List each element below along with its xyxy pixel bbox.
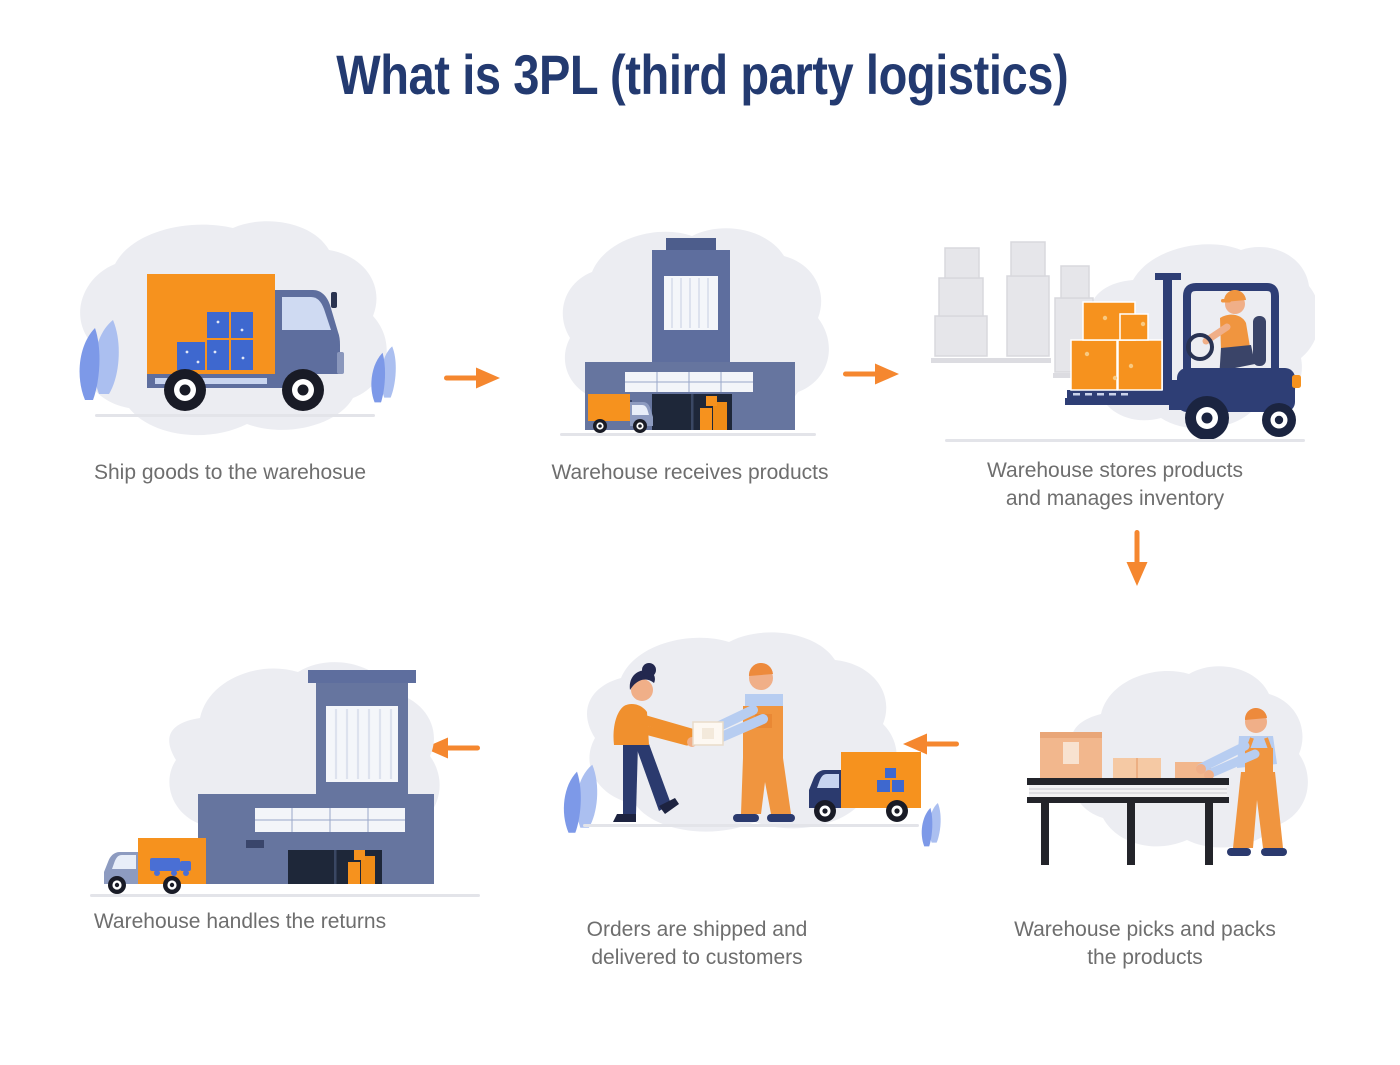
mast [1163, 278, 1172, 405]
driver-cap [1223, 289, 1246, 302]
wheel-front [282, 369, 324, 411]
leaf-decor-left [563, 764, 598, 833]
step-caption: Orders are shipped and delivered to cust… [586, 918, 808, 970]
worker-hair [1244, 707, 1267, 720]
ground-line [945, 439, 1305, 442]
forklift [1065, 273, 1301, 440]
tower-window [326, 706, 398, 782]
worker-shoe [1227, 848, 1251, 856]
woman-head [631, 679, 653, 701]
worker-shoe [1261, 848, 1287, 856]
step-ship-goods: Ship goods to the warehosue [55, 212, 405, 487]
flow-arrow-down [1126, 530, 1148, 586]
step-caption: Ship goods to the warehosue [93, 461, 367, 484]
cargo-box [588, 394, 630, 421]
table-leg [1205, 803, 1213, 865]
step-orders-delivered: Orders are shipped and delivered to cust… [525, 618, 945, 973]
step-caption: Warehouse receives products [551, 461, 829, 484]
woman-heel-back [659, 798, 679, 814]
step-caption: Warehouse stores products and manages in… [986, 459, 1243, 511]
cab-window [632, 405, 649, 415]
flow-arrow-left-1 [903, 733, 959, 755]
returns-truck [104, 838, 206, 894]
bumper [337, 352, 344, 374]
seat-back [1253, 316, 1266, 366]
man-legs [741, 758, 791, 814]
printed-boxes [177, 312, 253, 370]
delivery-handover-illustration [563, 632, 941, 847]
leaf-decor-right [371, 346, 396, 403]
table-leg [1041, 803, 1049, 865]
leaf-decor-left [79, 320, 119, 400]
step-handle-returns: Warehouse handles the returns [50, 622, 490, 936]
delivery-truck-small [809, 752, 921, 822]
wheel-rear [1262, 403, 1296, 437]
warehouse-building [198, 670, 434, 884]
man-shoe [767, 814, 795, 822]
man-hair [748, 662, 773, 676]
wheel-front [1185, 396, 1229, 440]
printed-truck-logo [150, 858, 191, 876]
tower-cap [666, 238, 716, 251]
packing-illustration [1027, 666, 1308, 865]
forklift-illustration [931, 241, 1315, 442]
cab-window [817, 774, 839, 788]
mirror [331, 292, 337, 308]
flow-arrow-right-2 [843, 363, 899, 385]
worker-legs [1233, 772, 1283, 848]
flow-arrow-left-2 [424, 737, 480, 759]
delivery-truck-illustration [79, 221, 396, 436]
wheel-rear [164, 369, 206, 411]
woman-leg-back [635, 744, 671, 811]
tower-cap [308, 670, 416, 683]
step-caption: Warehouse handles the returns [93, 910, 387, 933]
flow-arrow-right-1 [444, 367, 500, 389]
page-title: What is 3PL (third party logistics) [336, 43, 1069, 106]
steering-wheel [1186, 333, 1214, 361]
cab-window [282, 297, 331, 330]
orange-boxes [1070, 301, 1163, 391]
woman-leg-front [623, 744, 638, 814]
step-warehouse-receives: Warehouse receives products [540, 212, 840, 487]
woman-heel-front [613, 814, 636, 822]
vent [246, 840, 264, 848]
worker [1196, 707, 1287, 856]
wheel-rear [593, 419, 607, 433]
stored-gray-boxes [934, 241, 1094, 373]
table-leg [1127, 803, 1135, 865]
warehouse-receiving-illustration [560, 228, 829, 436]
leaf-decor-right [921, 802, 941, 847]
wheel-rear [163, 876, 181, 894]
warehouse-building [585, 238, 795, 430]
fork [1065, 398, 1173, 405]
boxes-in-door [348, 850, 375, 884]
tail-light [1292, 375, 1301, 388]
pallet [1067, 390, 1169, 398]
ground-line [560, 433, 816, 436]
step-warehouse-stores: Warehouse stores products and manages in… [915, 220, 1315, 514]
step-pick-and-pack: Warehouse picks and packs the products [1000, 640, 1340, 973]
cab-window [112, 855, 136, 869]
small-truck [588, 394, 653, 433]
wheel-front [814, 800, 836, 822]
ground-line [90, 894, 480, 897]
step-caption: Warehouse picks and packs the products [1014, 918, 1276, 970]
wheel-front [108, 876, 126, 894]
boxes-on-table [1040, 732, 1211, 780]
woman-hair-bun [642, 663, 656, 677]
cab-frame [1183, 283, 1279, 370]
wheel-front [633, 419, 647, 433]
package [692, 721, 724, 746]
man-shoe [733, 814, 759, 822]
wheel-rear [886, 800, 908, 822]
truck [147, 274, 344, 411]
printed-boxes [877, 768, 904, 792]
ground-line [583, 824, 919, 827]
warehouse-returns-illustration [90, 662, 480, 897]
table [1027, 778, 1229, 865]
boxes-in-door [700, 396, 727, 430]
ground-line [95, 414, 375, 417]
